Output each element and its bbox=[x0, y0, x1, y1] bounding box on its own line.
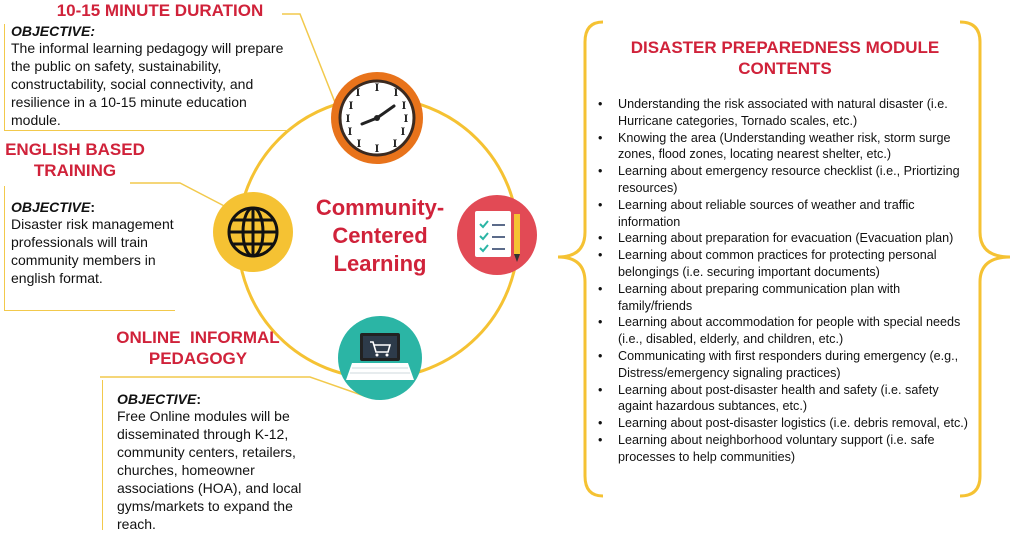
svg-text:I: I bbox=[401, 127, 406, 138]
english-title-line1: ENGLISH BASED bbox=[5, 140, 145, 159]
svg-text:I: I bbox=[375, 83, 380, 94]
english-objective-box bbox=[4, 186, 175, 311]
brace-right bbox=[959, 20, 1011, 498]
list-item: Learning about reliable sources of weath… bbox=[594, 197, 976, 231]
svg-text:I: I bbox=[357, 139, 362, 150]
svg-text:I: I bbox=[394, 88, 399, 99]
online-objective: OBJECTIVE: Free Online modules will be d… bbox=[117, 391, 312, 533]
online-title-line2: PEDAGOGY bbox=[148, 349, 248, 368]
module-title: DISASTER PREPAREDNESS MODULE CONTENTS bbox=[600, 37, 970, 79]
online-objective-colon: : bbox=[196, 391, 202, 407]
online-objective-text: Free Online modules will be disseminated… bbox=[117, 408, 302, 532]
list-item: Understanding the risk associated with n… bbox=[594, 96, 976, 130]
list-item: Learning about post-disaster logistics (… bbox=[594, 415, 976, 432]
english-title: ENGLISH BASED TRAINING bbox=[5, 139, 145, 181]
laptop-cart-icon bbox=[338, 316, 422, 400]
svg-text:I: I bbox=[348, 127, 353, 138]
svg-text:I: I bbox=[393, 139, 398, 150]
connector-line-duration bbox=[282, 13, 339, 111]
svg-text:I: I bbox=[349, 101, 354, 112]
checklist-icon bbox=[457, 195, 537, 275]
list-item: Learning about neighborhood voluntary su… bbox=[594, 432, 976, 466]
online-objective-label-wrap: OBJECTIVE: bbox=[117, 391, 312, 407]
center-line1: Community- bbox=[315, 195, 445, 220]
english-objective-text: Disaster risk management professionals w… bbox=[11, 216, 174, 286]
module-list: Understanding the risk associated with n… bbox=[594, 96, 976, 466]
duration-objective-box bbox=[4, 24, 290, 131]
online-objective-box bbox=[102, 380, 311, 530]
duration-title: 10-15 MINUTE DURATION bbox=[56, 1, 264, 20]
list-item: Learning about preparing communication p… bbox=[594, 281, 976, 315]
svg-text:I: I bbox=[404, 114, 409, 125]
svg-text:I: I bbox=[402, 101, 407, 112]
svg-text:I: I bbox=[356, 88, 361, 99]
list-item: Learning about common practices for prot… bbox=[594, 247, 976, 281]
online-objective-label: OBJECTIVE bbox=[117, 391, 197, 407]
list-item: Learning about preparation for evacuatio… bbox=[594, 230, 976, 247]
module-contents: Understanding the risk associated with n… bbox=[594, 96, 976, 466]
center-line2: Centered bbox=[332, 223, 428, 248]
module-title-line1: DISASTER PREPAREDNESS MODULE bbox=[630, 38, 940, 57]
english-objective-label-wrap: OBJECTIVE: bbox=[11, 199, 201, 215]
list-item: Learning about post-disaster health and … bbox=[594, 382, 976, 416]
list-item: Learning about emergency resource checkl… bbox=[594, 163, 976, 197]
online-title: ONLINE INFORMAL PEDAGOGY bbox=[108, 327, 288, 369]
center-label: Community- Centered Learning bbox=[300, 194, 460, 278]
duration-objective-label: OBJECTIVE: bbox=[11, 23, 96, 39]
list-item: Learning about accommodation for people … bbox=[594, 314, 976, 348]
english-objective: OBJECTIVE: Disaster risk management prof… bbox=[11, 199, 201, 287]
duration-objective: OBJECTIVE: The informal learning pedagog… bbox=[11, 23, 296, 129]
connector-line-english bbox=[130, 182, 233, 211]
brace-left bbox=[557, 20, 604, 498]
list-item: Knowing the area (Understanding weather … bbox=[594, 130, 976, 164]
connector-line-online bbox=[100, 376, 371, 399]
english-objective-label: OBJECTIVE bbox=[11, 199, 91, 215]
globe-icon bbox=[213, 192, 293, 272]
center-line3: Learning bbox=[333, 251, 427, 276]
list-item: Communicating with first responders duri… bbox=[594, 348, 976, 382]
svg-text:I: I bbox=[346, 114, 351, 125]
module-title-line2: CONTENTS bbox=[738, 59, 832, 78]
online-title-line1: ONLINE INFORMAL bbox=[116, 328, 280, 347]
svg-text:I: I bbox=[375, 144, 380, 155]
english-objective-colon: : bbox=[90, 199, 96, 215]
duration-objective-text: The informal learning pedagogy will prep… bbox=[11, 40, 284, 128]
english-title-line2: TRAINING bbox=[33, 161, 117, 180]
